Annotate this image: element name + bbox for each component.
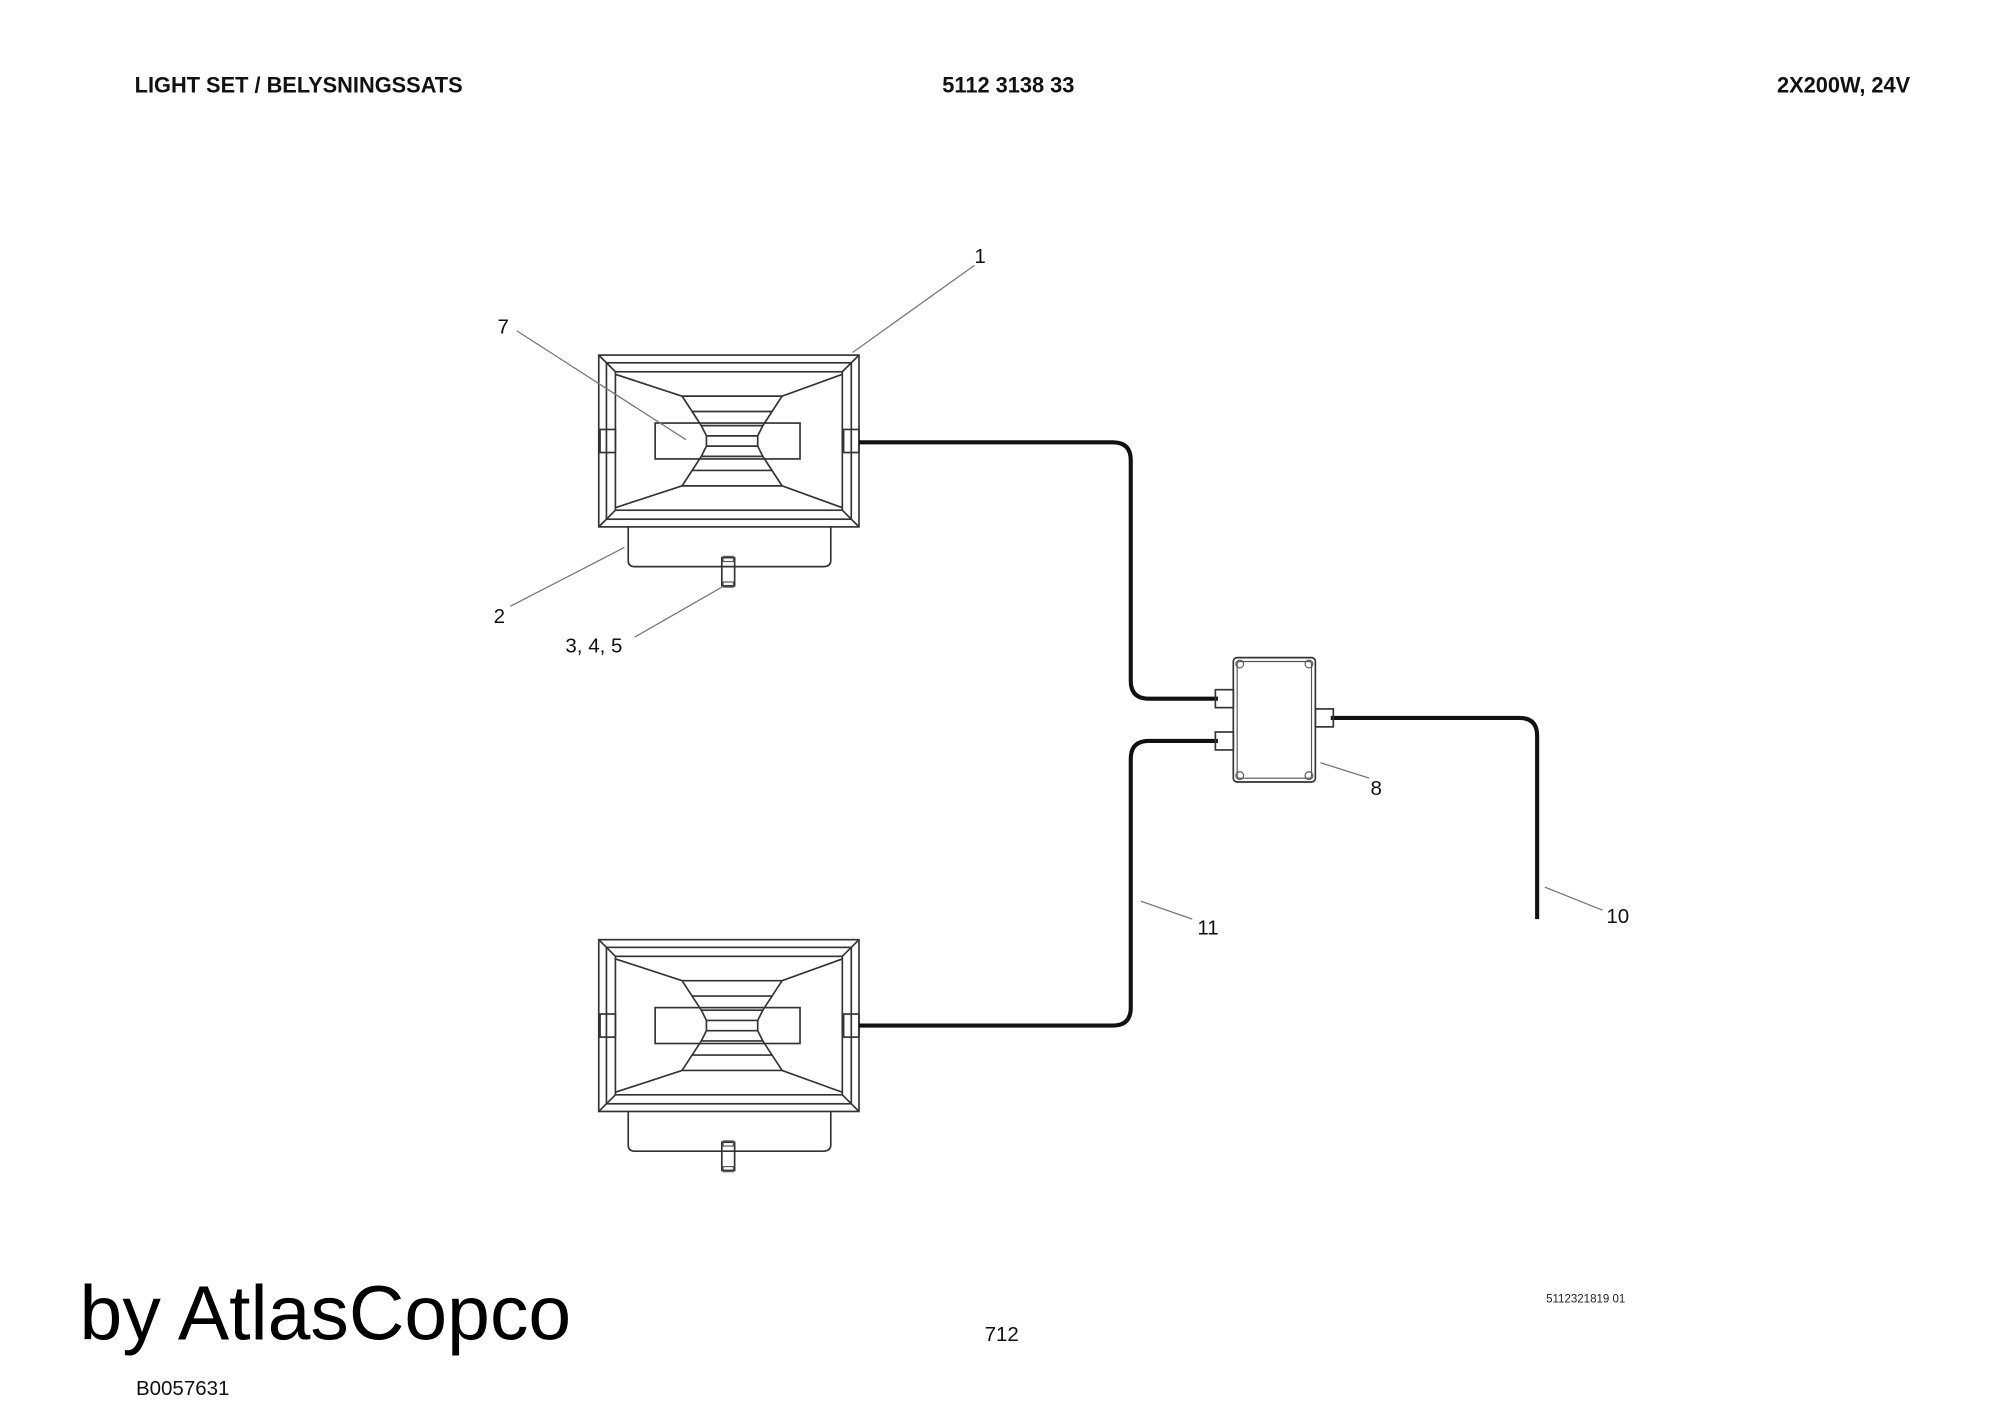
drawing-id: 5112321819 01	[1546, 1293, 1625, 1305]
callout-11: 11	[1197, 917, 1218, 940]
junction-box	[1214, 656, 1335, 783]
page-number: 712	[985, 1323, 1019, 1346]
callout-8: 8	[1370, 777, 1381, 800]
figure-code: B0057631	[136, 1377, 229, 1400]
atlascopco-watermark: by AtlasCopco	[80, 1271, 572, 1357]
callout-7: 7	[497, 315, 508, 338]
drawing-title: LIGHT SET / BELYSNINGSSATS	[135, 72, 463, 97]
floodlight-upper	[597, 354, 860, 588]
part-number: 5112 3138 33	[942, 72, 1074, 97]
spec-text: 2X200W, 24V	[1777, 72, 1911, 97]
cable-lower	[858, 738, 1218, 1028]
cable-upper	[858, 440, 1218, 701]
floodlight-lower	[597, 938, 860, 1173]
callout-10: 10	[1606, 905, 1629, 928]
callout-2: 2	[494, 605, 505, 628]
supply-cable	[1330, 715, 1540, 920]
callout-3-4-5: 3, 4, 5	[565, 635, 622, 658]
callout-1: 1	[974, 245, 985, 268]
